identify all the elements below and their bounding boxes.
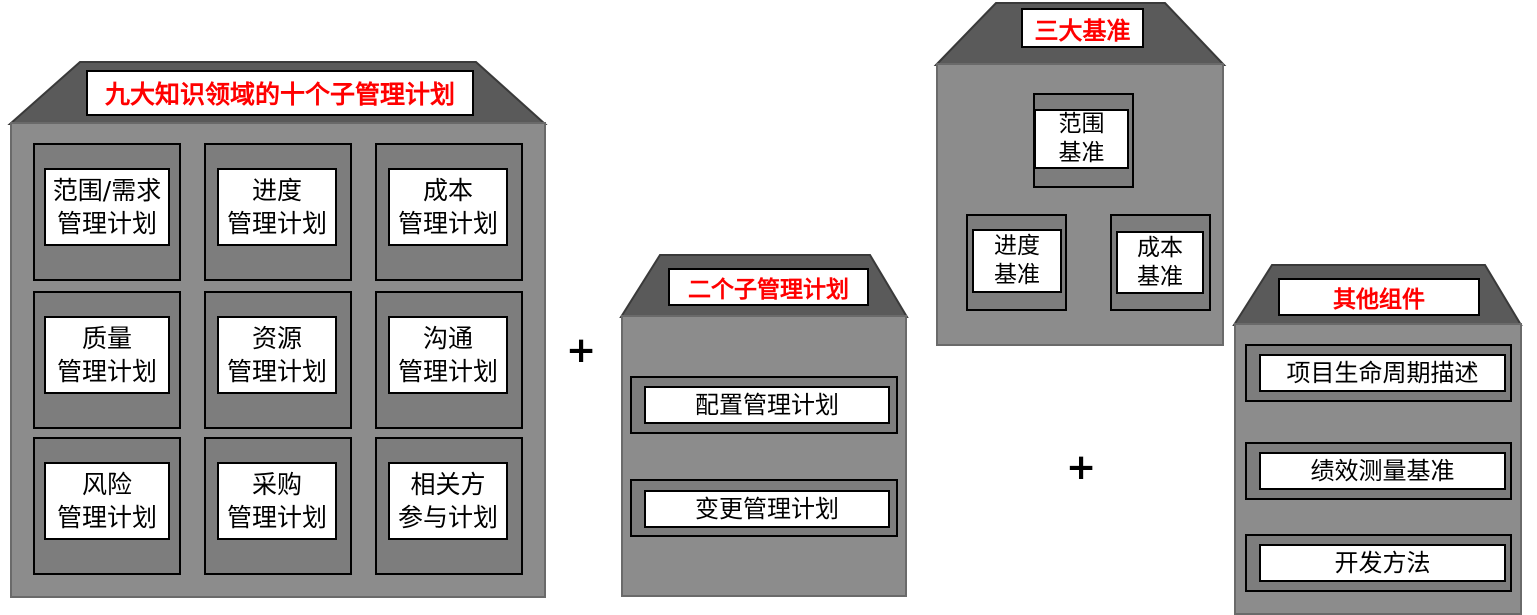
item-change-plan: 变更管理计划 — [644, 490, 890, 528]
item-lifecycle-description: 项目生命周期描述 — [1259, 354, 1506, 392]
baseline-scope: 范围基准 — [1034, 109, 1129, 169]
baseline-schedule: 进度基准 — [972, 229, 1062, 293]
cell-resource-plan: 资源管理计划 — [217, 316, 337, 394]
baseline-cost: 成本基准 — [1116, 231, 1204, 294]
item-performance-baseline: 绩效测量基准 — [1259, 452, 1506, 490]
house-knowledge-areas-title: 九大知识领域的十个子管理计划 — [86, 70, 474, 116]
cell-scope-requirements-plan: 范围/需求管理计划 — [44, 168, 170, 246]
cell-cost-plan: 成本管理计划 — [388, 168, 508, 246]
cell-schedule-plan: 进度管理计划 — [217, 168, 337, 246]
plus-sign-1: + — [566, 330, 597, 371]
house-other-components: 其他组件 项目生命周期描述 绩效测量基准 开发方法 — [1230, 262, 1537, 615]
house-sub-plans: 二个子管理计划 配置管理计划 变更管理计划 — [615, 250, 915, 615]
cell-quality-plan: 质量管理计划 — [44, 316, 170, 394]
house-knowledge-areas: 九大知识领域的十个子管理计划 范围/需求管理计划 进度管理计划 成本管理计划 质… — [0, 0, 560, 615]
house-baselines-title: 三大基准 — [1021, 8, 1144, 48]
item-configuration-plan: 配置管理计划 — [644, 386, 890, 424]
cell-stakeholder-plan: 相关方参与计划 — [388, 462, 508, 540]
plus-sign-2: + — [1066, 447, 1097, 488]
cell-procurement-plan: 采购管理计划 — [217, 462, 337, 540]
house-sub-plans-title: 二个子管理计划 — [668, 268, 869, 306]
item-development-approach: 开发方法 — [1259, 544, 1506, 582]
house-baselines: 三大基准 范围基准 进度基准 成本基准 — [930, 0, 1230, 350]
cell-communication-plan: 沟通管理计划 — [388, 316, 508, 394]
cell-risk-plan: 风险管理计划 — [44, 462, 170, 540]
house-other-components-title: 其他组件 — [1278, 278, 1480, 316]
